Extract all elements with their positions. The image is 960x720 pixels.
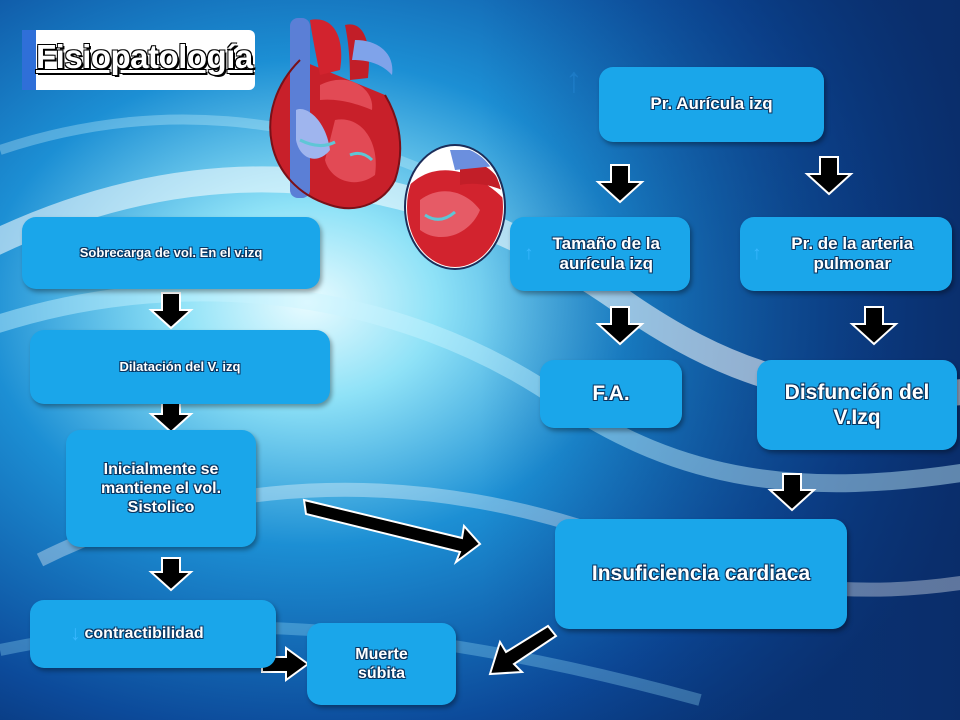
box-pr-arteria-label: Pr. de la arteria pulmonar [791, 233, 914, 273]
title-accent-band [22, 30, 36, 90]
box-dilatacion-label: Dilatación del V. izq [119, 359, 241, 375]
box-contractibilidad-label: contractibilidad [84, 625, 204, 643]
decrease-arrow-icon: ↓ [70, 622, 81, 646]
box-disfuncion: Disfunción del V.Izq [757, 360, 957, 450]
title-tab [22, 30, 255, 90]
box-insuficiencia-label: Insuficiencia cardiaca [591, 562, 811, 586]
box-inicialmente-label: Inicialmente se mantiene el vol. Sistoli… [100, 460, 222, 517]
heart-chamber-detail-icon [404, 144, 506, 270]
box-dilatacion: Dilatación del V. izq [30, 330, 330, 404]
box-muerte-subita-label: Muerte súbita [355, 645, 408, 682]
box-muerte-subita: Muerte súbita [307, 623, 456, 705]
box-disfuncion-label: Disfunción del V.Izq [784, 380, 930, 429]
box-pr-auricula: Pr. Aurícula izq [599, 67, 824, 142]
box-insuficiencia: Insuficiencia cardiaca [555, 519, 847, 629]
page-title: Fisiopatología [36, 38, 253, 75]
box-inicialmente: Inicialmente se mantiene el vol. Sistoli… [66, 430, 256, 547]
box-pr-arteria: ↑ Pr. de la arteria pulmonar [740, 217, 952, 291]
increase-arrow-icon: ↑ [752, 242, 762, 264]
heart-diagram-icon [269, 18, 402, 210]
box-contractibilidad: ↓ contractibilidad [30, 600, 276, 668]
box-tamano-auricula: ↑ Tamaño de la aurícula izq [510, 217, 690, 291]
box-fa-label: F.A. [592, 382, 630, 406]
box-sobrecarga: Sobrecarga de vol. En el v.izq [22, 217, 320, 289]
box-pr-auricula-label: Pr. Aurícula izq [650, 94, 773, 114]
box-fa: F.A. [540, 360, 682, 428]
box-tamano-auricula-label: Tamaño de la aurícula izq [552, 233, 660, 273]
box-sobrecarga-label: Sobrecarga de vol. En el v.izq [79, 245, 263, 261]
increase-arrow-icon: ↑ [524, 242, 534, 264]
